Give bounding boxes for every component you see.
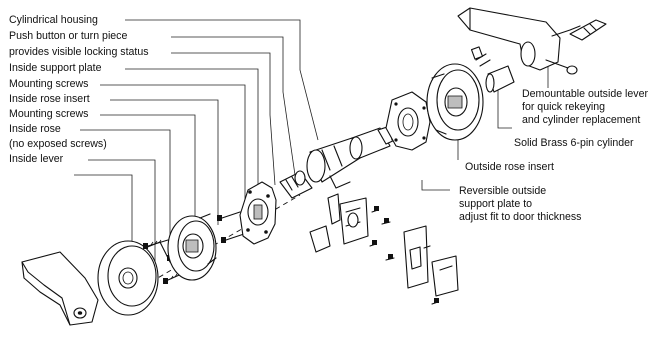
label-inside-lever: Inside lever [9,153,64,165]
label-outside-rose-insert: Outside rose insert [465,161,554,173]
label-cylinder: Solid Brass 6-pin cylinder [514,137,634,149]
label-inside-rose: Inside rose [9,123,61,135]
label-demountable-1: Demountable outside lever [522,88,649,100]
inside-rose-drawing [97,240,171,316]
label-mounting-screws-2: Mounting screws [9,108,89,120]
label-reversible-2: support plate to [459,198,533,210]
mounting-screws-support [217,211,245,243]
label-no-exposed-screws: (no exposed screws) [9,138,107,150]
label-demountable-3: and cylinder replacement [522,114,641,126]
cylinder-drawing [470,46,515,93]
inside-lever-drawing [21,251,99,326]
cylindrical-housing-drawing [306,121,405,189]
outside-rose-insert-drawing [426,63,484,141]
label-push-button: Push button or turn piece [9,30,128,42]
outside-lever-drawing [457,7,607,75]
spindle-drawing [279,170,313,199]
label-inside-rose-insert: Inside rose insert [9,93,90,105]
label-reversible-1: Reversible outside [459,185,547,197]
label-reversible-3: adjust fit to door thickness [459,211,582,223]
inside-rose-insert-drawing [167,213,217,281]
label-cylindrical-housing: Cylindrical housing [9,14,98,26]
latch-assembly-drawing [309,193,459,305]
outside-support-plate-drawing [385,91,431,151]
label-demountable-2: for quick rekeying [522,101,606,113]
label-inside-support-plate: Inside support plate [9,62,102,74]
label-mounting-screws-1: Mounting screws [9,78,89,90]
label-visible-status: provides visible locking status [9,46,149,58]
inside-support-plate-drawing [239,181,277,245]
